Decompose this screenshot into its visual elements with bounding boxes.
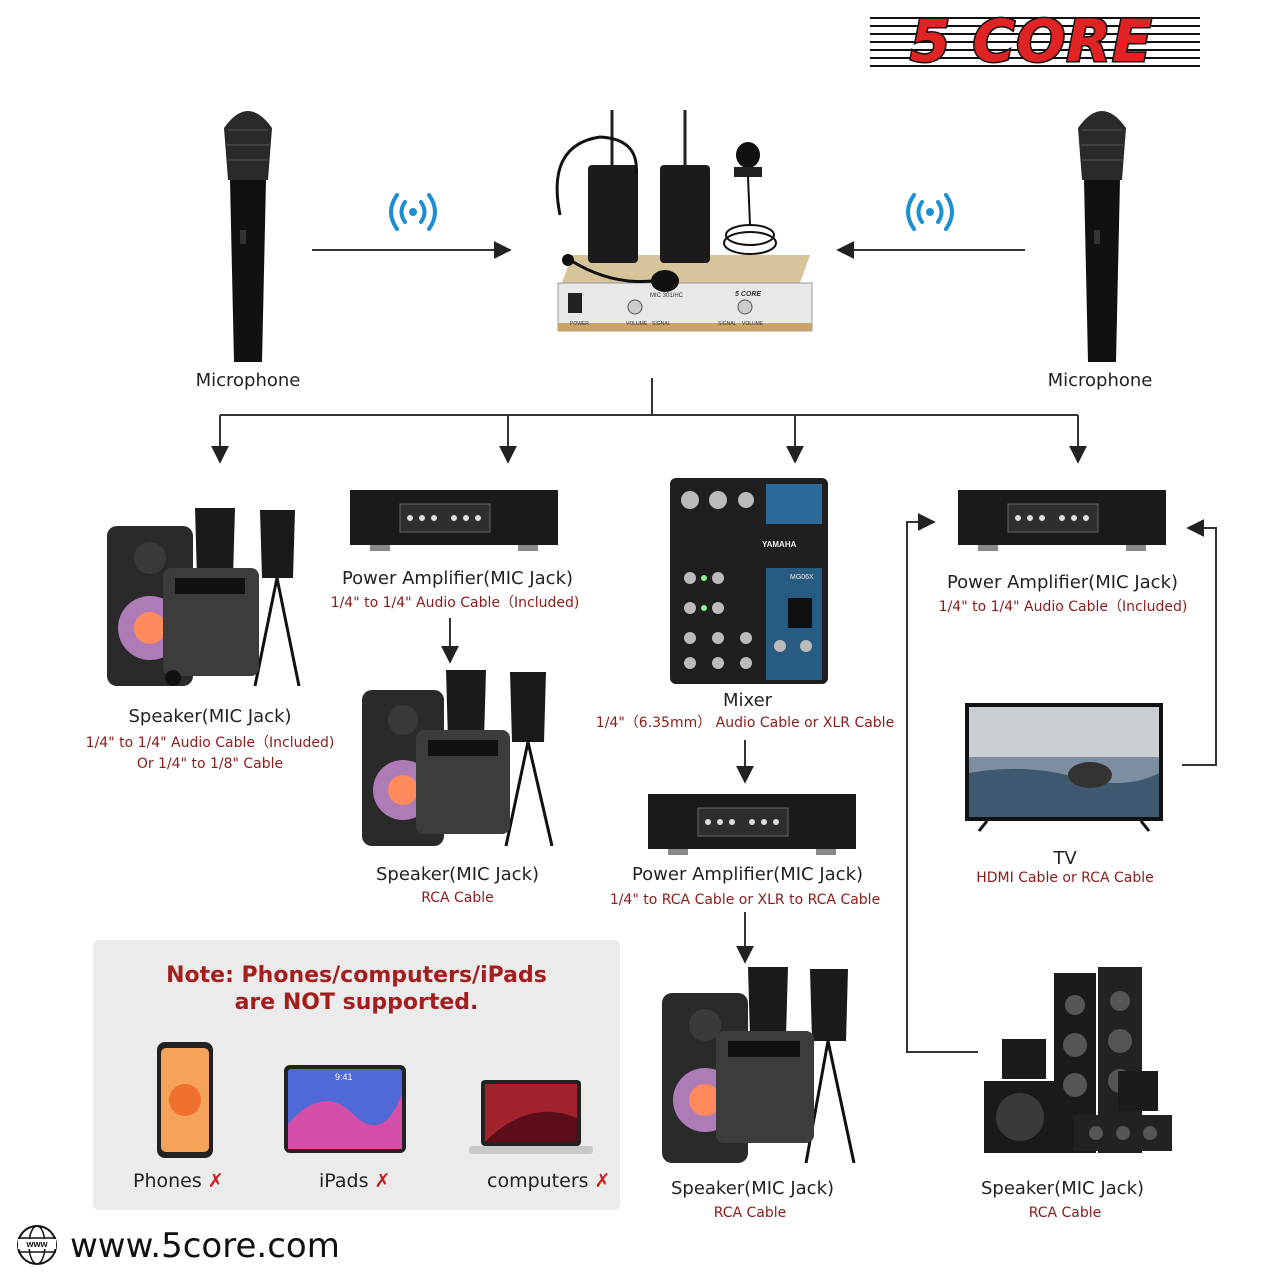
- mixer-icon: [670, 478, 828, 684]
- handheld-mic-icon: [224, 111, 272, 362]
- not-supported-x-icon: ✗: [594, 1170, 611, 1192]
- mixer-cable: 1/4"（6.35mm） Audio Cable or XLR Cable: [595, 715, 895, 731]
- receiver-unit-icon: [555, 110, 813, 332]
- speaker3-label: Speaker(MIC Jack): [670, 1178, 835, 1199]
- amp1-cable: 1/4" to 1/4" Audio Cable（Included): [330, 595, 580, 611]
- laptop-icon: [469, 1080, 593, 1154]
- amplifier-icon: [958, 490, 1166, 551]
- power-amplifier-1: [350, 490, 560, 552]
- computer-device: [469, 1078, 593, 1160]
- phones-text: Phones: [133, 1170, 202, 1192]
- speaker-set-icon: [107, 508, 301, 687]
- speaker1-cable: 1/4" to 1/4" Audio Cable（Included): [85, 735, 335, 751]
- phone-icon: [157, 1042, 213, 1158]
- note-heading: Note: Phones/computers/iPads are NOT sup…: [93, 962, 620, 1016]
- microphone-left: [218, 100, 278, 365]
- not-supported-x-icon: ✗: [374, 1170, 391, 1192]
- receiver-knob-label: SIGNAL: [652, 321, 671, 327]
- mixer-brand: YAMAHA: [762, 540, 797, 549]
- wireless-signal-icon: [389, 193, 437, 231]
- website-link[interactable]: www.5core.com: [70, 1226, 340, 1266]
- wireless-signal-icon: [906, 193, 954, 231]
- speaker3-cable: RCA Cable: [713, 1205, 787, 1221]
- phone-device: [155, 1040, 215, 1160]
- speaker-set-2: [360, 668, 560, 848]
- tv-icon: [965, 703, 1163, 832]
- globe-icon: www: [16, 1224, 58, 1266]
- speaker4-label: Speaker(MIC Jack): [980, 1178, 1145, 1199]
- amplifier-icon: [648, 794, 856, 855]
- unsupported-devices-note: Note: Phones/computers/iPads are NOT sup…: [93, 940, 620, 1210]
- logo-text: 5 CORE: [909, 7, 1154, 76]
- mixer-label: Mixer: [722, 690, 773, 711]
- ipads-text: iPads: [319, 1170, 369, 1192]
- receiver-knob-label: VOLUME: [626, 321, 648, 327]
- speaker4-cable: RCA Cable: [1028, 1205, 1102, 1221]
- handheld-mic-icon: [1078, 111, 1126, 362]
- mixer-model: MG06X: [790, 574, 814, 581]
- phones-label: Phones✗: [133, 1170, 224, 1192]
- tv-to-amp3-line: [1182, 519, 1217, 766]
- amp2-cable: 1/4" to RCA Cable or XLR to RCA Cable: [609, 892, 881, 908]
- ipads-label: iPads✗: [319, 1170, 390, 1192]
- note-line-2: are NOT supported.: [234, 990, 479, 1015]
- speaker1-label: Speaker(MIC Jack): [128, 706, 292, 727]
- ipad-clock: 9:41: [335, 1072, 353, 1082]
- audio-mixer: YAMAHA MG06X: [670, 478, 830, 686]
- power-amplifier-3: [958, 490, 1168, 552]
- speaker-set-icon: [662, 967, 856, 1164]
- logo-stripes-icon: [870, 17, 1200, 67]
- speaker-set-1: [105, 498, 305, 688]
- globe-www-text: www: [18, 1239, 56, 1249]
- mic-right-label: Microphone: [1047, 370, 1153, 391]
- home-theater-speakers-icon: [984, 967, 1172, 1153]
- note-line-1: Note: Phones/computers/iPads: [166, 963, 547, 988]
- speaker1-cable-alt: Or 1/4" to 1/8" Cable: [136, 756, 284, 772]
- power-amplifier-2: [648, 794, 858, 856]
- speaker-set-3: [660, 965, 860, 1165]
- tv-cable: HDMI Cable or RCA Cable: [976, 870, 1154, 886]
- receiver-brand: 5 CORE: [735, 291, 762, 298]
- computers-text: computers: [487, 1170, 589, 1192]
- receiver-knob-label: VOLUME: [742, 321, 764, 327]
- television: [965, 703, 1165, 833]
- amp3-cable: 1/4" to 1/4" Audio Cable（Included): [938, 599, 1188, 615]
- receiver-model: MIC 301/HC: [650, 293, 684, 299]
- speaker-set-icon: [362, 670, 554, 847]
- receiver-knob-label: POWER: [570, 321, 589, 327]
- amp3-label: Power Amplifier(MIC Jack): [946, 572, 1179, 593]
- amp2-label: Power Amplifier(MIC Jack): [631, 864, 864, 885]
- amplifier-icon: [350, 490, 558, 551]
- microphone-right: [1072, 100, 1132, 365]
- amp1-label: Power Amplifier(MIC Jack): [341, 568, 574, 589]
- receiver-knob-label: SIGNAL: [718, 321, 737, 327]
- not-supported-x-icon: ✗: [207, 1170, 224, 1192]
- mic-left-label: Microphone: [195, 370, 301, 391]
- speaker4-to-amp3-line: [906, 513, 978, 1053]
- computers-label: computers✗: [487, 1170, 610, 1192]
- speaker2-label: Speaker(MIC Jack): [375, 864, 540, 885]
- brand-logo: 5 CORE: [870, 7, 1200, 76]
- speaker-set-4: [978, 965, 1178, 1155]
- tv-label: TV: [1053, 848, 1077, 869]
- wireless-receiver: MIC 301/HC 5 CORE POWER VOLUME SIGNAL SI…: [540, 105, 825, 337]
- ipad-device: 9:41: [283, 1064, 407, 1154]
- tablet-icon: [284, 1065, 406, 1153]
- speaker2-cable: RCA Cable: [421, 890, 494, 906]
